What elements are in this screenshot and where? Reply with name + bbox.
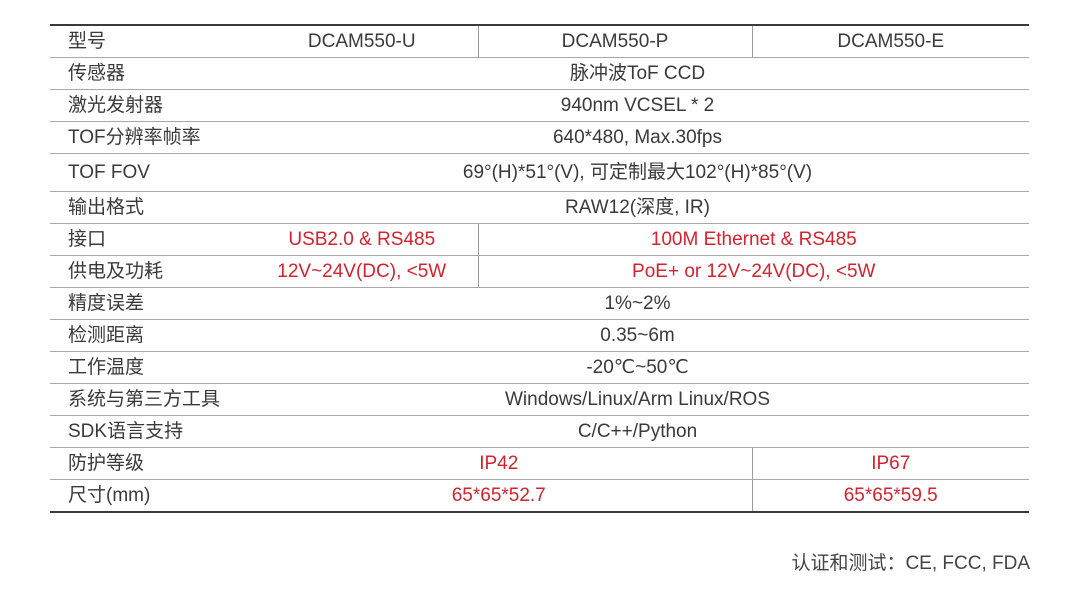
table-row: 工作温度 -20℃~50℃ — [50, 351, 1029, 384]
table-row: 传感器 脉冲波ToF CCD — [50, 57, 1029, 90]
row-label-interface: 接口 — [50, 223, 246, 256]
row-label-sensor: 传感器 — [50, 57, 246, 90]
resolution-value: 640*480, Max.30fps — [246, 121, 1029, 154]
sensor-value: 脉冲波ToF CCD — [246, 57, 1029, 90]
row-label-accuracy: 精度误差 — [50, 287, 246, 320]
protection-up-value: IP42 — [246, 447, 752, 480]
table-row: 防护等级 IP42 IP67 — [50, 447, 1029, 480]
table-row: TOF分辨率帧率 640*480, Max.30fps — [50, 121, 1029, 154]
certification-note: 认证和测试：CE, FCC, FDA — [791, 553, 1030, 574]
row-label-protection: 防护等级 — [50, 447, 246, 480]
power-pe-value: PoE+ or 12V~24V(DC), <5W — [477, 255, 1029, 288]
table-row: 接口 USB2.0 & RS485 100M Ethernet & RS485 — [50, 223, 1029, 256]
row-label-laser: 激光发射器 — [50, 89, 246, 122]
temperature-value: -20℃~50℃ — [246, 351, 1029, 384]
row-label-resolution: TOF分辨率帧率 — [50, 121, 246, 154]
row-label-power: 供电及功耗 — [50, 255, 246, 288]
row-label-systems: 系统与第三方工具 — [50, 383, 246, 416]
fov-value: 69°(H)*51°(V), 可定制最大102°(H)*85°(V) — [246, 153, 1029, 192]
laser-value: 940nm VCSEL * 2 — [246, 89, 1029, 122]
dimensions-e-value: 65*65*59.5 — [751, 479, 1029, 512]
protection-e-value: IP67 — [751, 447, 1029, 480]
model-dcam550-u: DCAM550-U — [246, 25, 478, 58]
model-dcam550-p: DCAM550-P — [477, 25, 752, 58]
table-row: 输出格式 RAW12(深度, IR) — [50, 191, 1029, 224]
spec-table: 型号 DCAM550-U DCAM550-P DCAM550-E 传感器 脉冲波… — [50, 24, 1029, 513]
sdk-value: C/C++/Python — [246, 415, 1029, 448]
row-label-temperature: 工作温度 — [50, 351, 246, 384]
table-row: TOF FOV 69°(H)*51°(V), 可定制最大102°(H)*85°(… — [50, 153, 1029, 192]
dimensions-up-value: 65*65*52.7 — [451, 485, 546, 506]
range-value: 0.35~6m — [246, 319, 1029, 352]
row-label-output-format: 输出格式 — [50, 191, 246, 224]
table-row: 尺寸(mm) 65*65*52.7 65*65*59.5 — [50, 479, 1029, 512]
interface-pe-value: 100M Ethernet & RS485 — [477, 223, 1029, 256]
output-format-value: RAW12(深度, IR) — [246, 191, 1029, 224]
power-u-value: 12V~24V(DC), <5W — [246, 255, 478, 288]
row-label-dimensions: 尺寸(mm) — [68, 485, 151, 506]
accuracy-value: 1%~2% — [246, 287, 1029, 320]
table-row: 供电及功耗 12V~24V(DC), <5W PoE+ or 12V~24V(D… — [50, 255, 1029, 288]
table-row: 检测距离 0.35~6m — [50, 319, 1029, 352]
model-label: 型号 — [50, 25, 246, 58]
row-label-fov: TOF FOV — [50, 153, 246, 192]
row-label-range: 检测距离 — [50, 319, 246, 352]
systems-value: Windows/Linux/Arm Linux/ROS — [246, 383, 1029, 416]
table-row: 精度误差 1%~2% — [50, 287, 1029, 320]
model-dcam550-e: DCAM550-E — [751, 25, 1029, 58]
row-label-sdk: SDK语言支持 — [50, 415, 246, 448]
header-row: 型号 DCAM550-U DCAM550-P DCAM550-E — [50, 25, 1029, 58]
interface-u-value: USB2.0 & RS485 — [246, 223, 478, 256]
table-row: 系统与第三方工具 Windows/Linux/Arm Linux/ROS — [50, 383, 1029, 416]
table-row: SDK语言支持 C/C++/Python — [50, 415, 1029, 448]
table-row: 激光发射器 940nm VCSEL * 2 — [50, 89, 1029, 122]
